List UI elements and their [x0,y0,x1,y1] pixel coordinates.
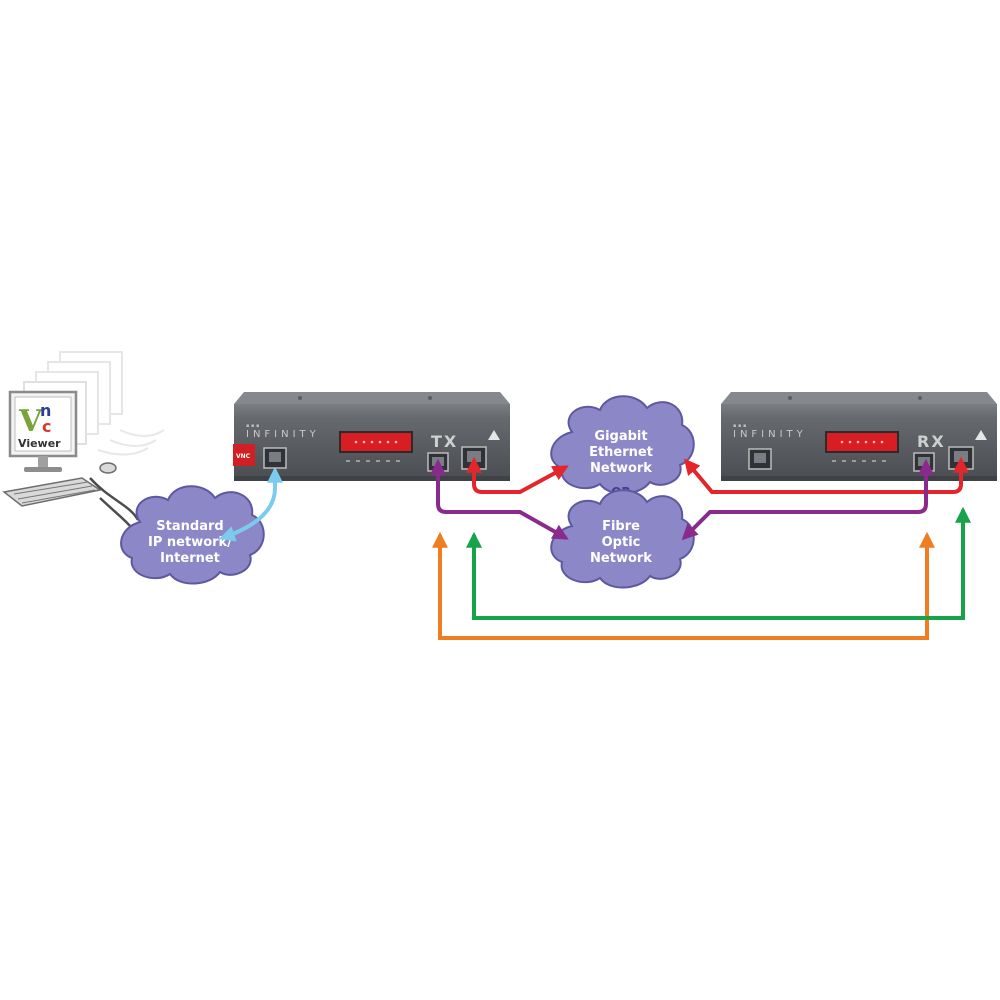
vnc-viewer-workstation: V n c Viewer [2,351,165,529]
purple-link-rx-arrow [681,458,934,541]
rx-logo-icon [975,430,987,440]
rx-mode-label: RX [917,432,946,451]
fibre-optic-cloud: Fibre Optic Network [550,489,695,589]
vnc-logo-c: c [42,417,51,436]
gigabit-cloud-line2: Ethernet [589,445,653,460]
rx-brand-label: INFINITY [733,429,807,440]
fibre-cloud-line1: Fibre [602,519,640,534]
vnc-badge [233,444,255,466]
workstation-cable [89,477,140,521]
mouse-icon [99,462,117,474]
green-link-arrow [466,506,971,620]
gigabit-cloud-line3: Network [590,461,652,476]
vnc-logo-n: n [40,401,51,420]
vnc-monitor: V n c Viewer [8,390,78,472]
rx-small-print: ▪ ▪ ▪ [733,423,746,429]
network-port-icon [263,447,287,469]
purple-link-tx-arrow [430,458,569,540]
rx-unit: INFINITY ▪ ▪ ▪ RX [721,392,997,481]
vnc-badge-label: VNC [236,453,251,460]
fibre-cloud-line3: Network [590,551,652,566]
standard-cloud-line3: Internet [160,551,220,566]
fibre-cloud-line2: Optic [602,535,641,550]
tx-logo-icon [488,430,500,440]
keyboard-icon [2,477,102,507]
tx-small-print: ▪ ▪ ▪ [246,423,259,429]
orange-link-arrow [432,531,935,640]
tx-brand-label: INFINITY [246,429,320,440]
network-port-icon [748,448,772,470]
tx-mode-label: TX [431,432,458,451]
workstation-cable [99,497,133,529]
standard-cloud-line2: IP network/ [148,535,232,550]
blue-link-arrow [218,466,283,542]
rx-led-dots [840,440,884,444]
red-link-rx-arrow [683,456,969,494]
standard-ip-network-cloud: Standard IP network/ Internet [120,485,265,585]
rx-led-display [825,431,899,453]
tx-led-indicators [346,460,400,462]
standard-cloud-line1: Standard [156,519,223,534]
gigabit-ethernet-cloud: Gigabit Ethernet Network [550,395,695,495]
tx-led-dots [354,440,398,444]
gigabit-cloud-line1: Gigabit [594,429,647,444]
tx-led-display [339,431,413,453]
tx-unit: VNC INFINITY ▪ ▪ ▪ TX [233,392,510,481]
vnc-viewer-caption: Viewer [18,437,61,450]
vnc-logo-v: V [18,404,43,439]
